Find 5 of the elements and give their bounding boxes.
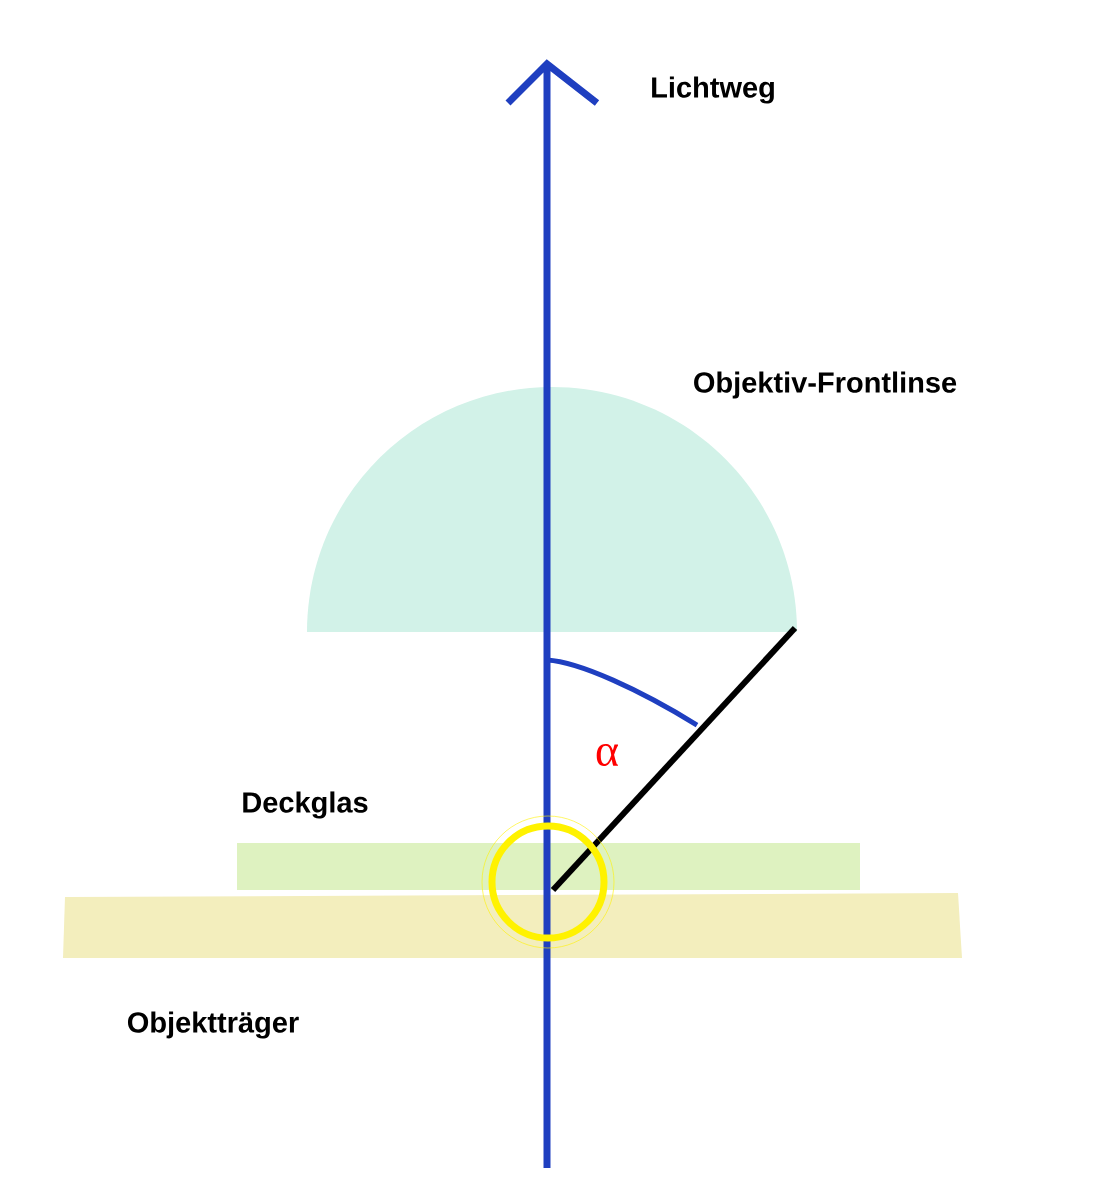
- cover-glass-label: Deckglas: [243, 791, 368, 819]
- slide-label: Objektträger: [127, 1011, 299, 1039]
- arrow-label: Lichtweg: [652, 76, 774, 104]
- angle-label: α: [596, 743, 618, 767]
- lens-label: Objektiv-Frontlinse: [694, 371, 957, 399]
